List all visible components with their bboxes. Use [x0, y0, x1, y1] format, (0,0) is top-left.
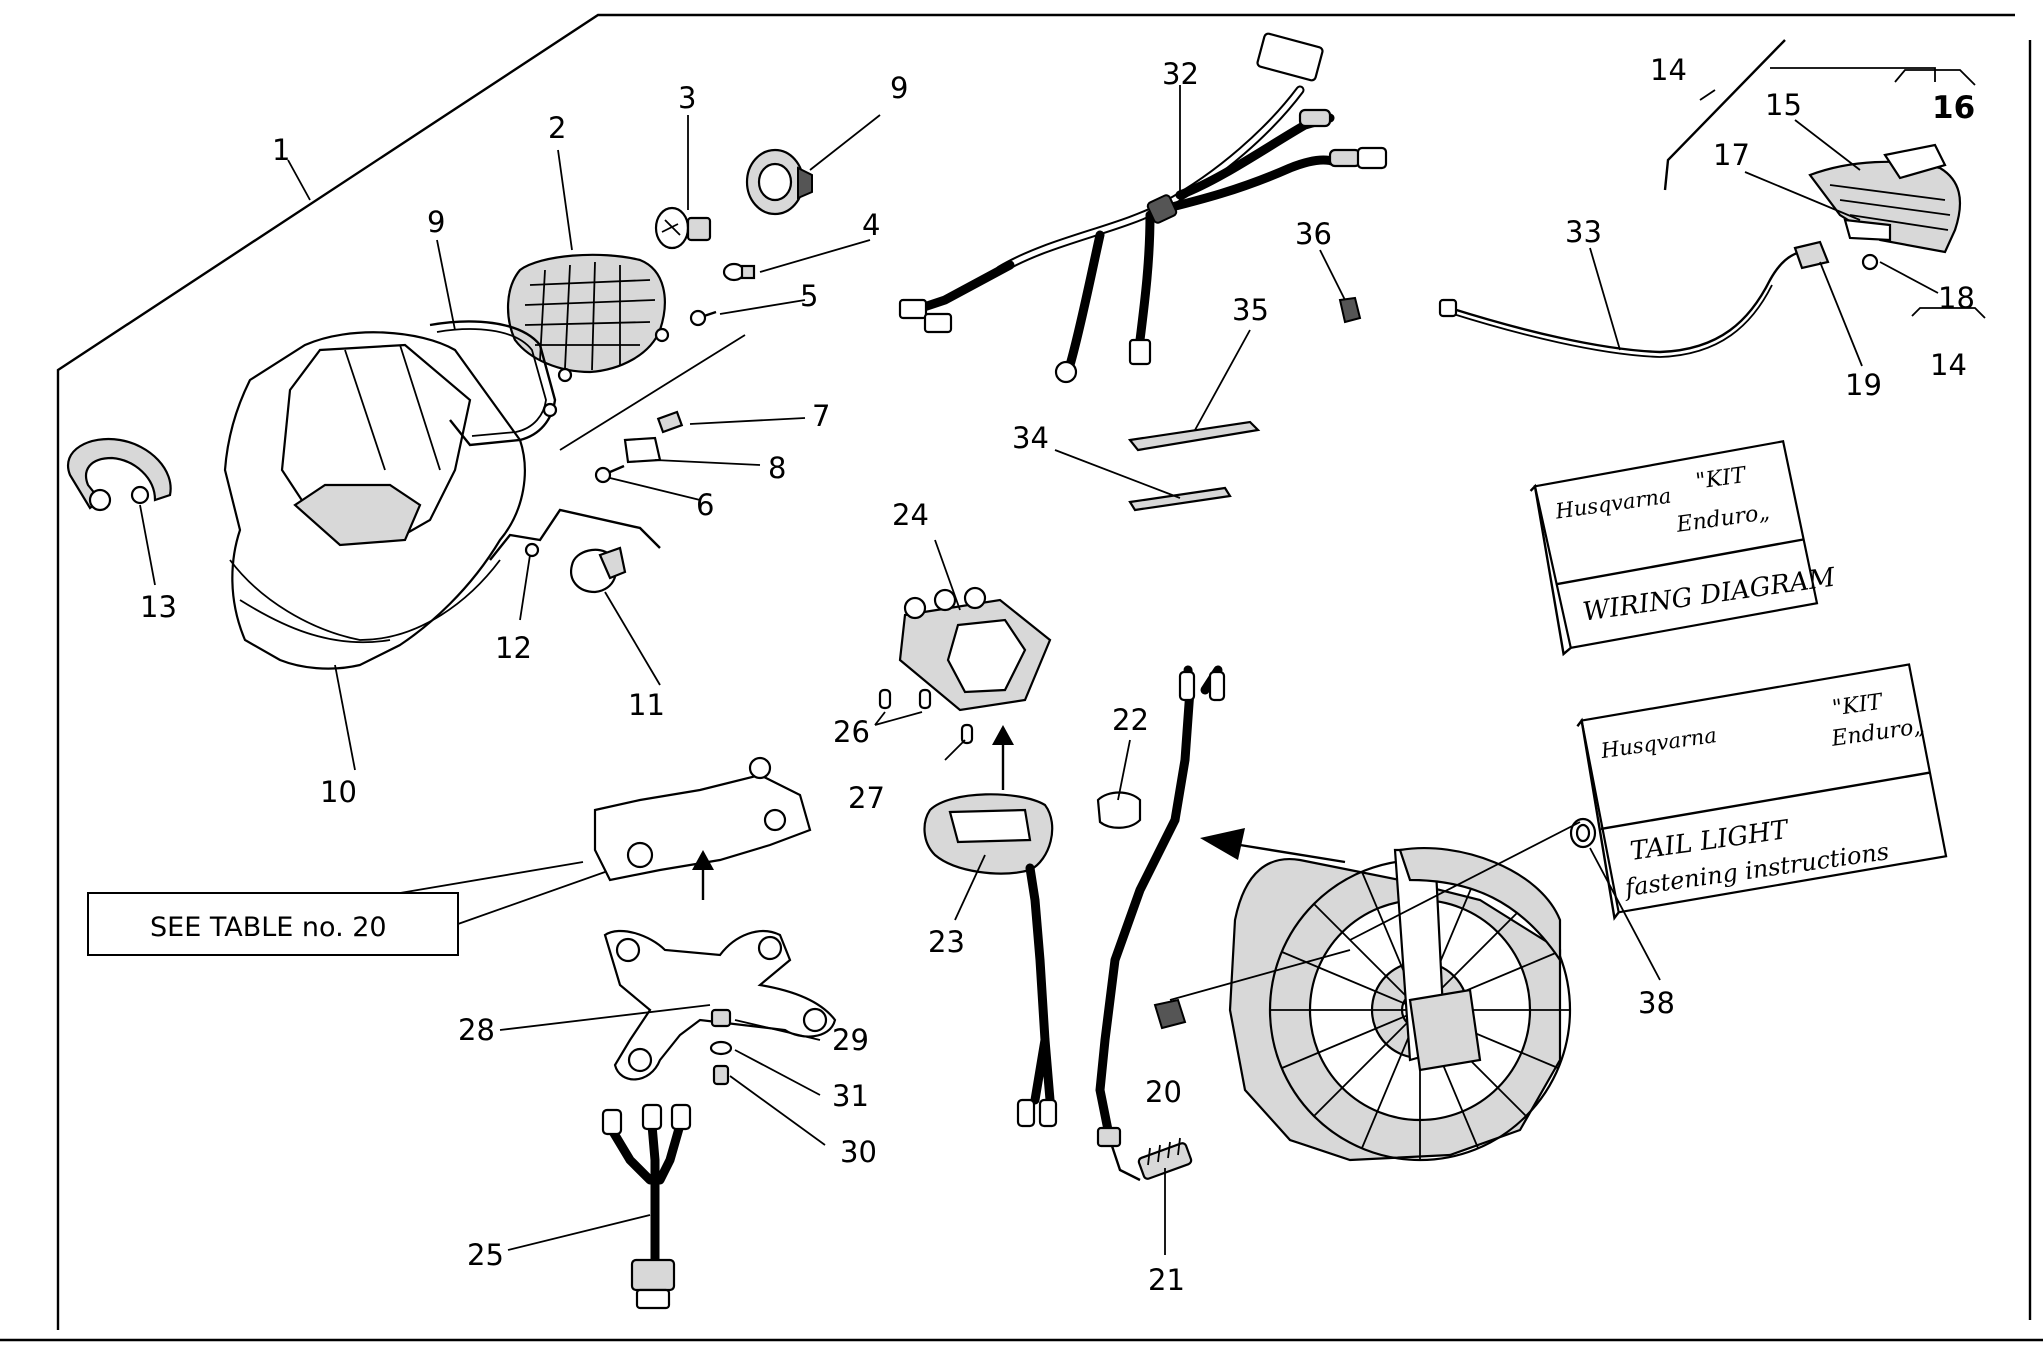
label-9-top: 9 [890, 71, 908, 105]
screw-5 [689, 309, 717, 327]
strap-13 [67, 437, 172, 512]
leader-lines [139, 85, 1939, 1255]
label-26: 26 [833, 715, 870, 749]
label-15: 15 [1765, 88, 1802, 122]
spacer-20 [1153, 998, 1187, 1030]
clamp-11 [489, 508, 661, 594]
cable-tie-35 [1127, 420, 1261, 452]
label-7: 7 [812, 399, 830, 433]
parking-bulb [722, 262, 756, 282]
label-30: 30 [840, 1135, 877, 1169]
label-4: 4 [862, 208, 880, 242]
arrow-left [1200, 828, 1346, 864]
arrow-up-instrument [992, 725, 1014, 790]
label-27: 27 [848, 781, 885, 815]
taillight-booklet: Husqvarna "KIT Enduro„ TAIL LIGHT fasten… [1576, 663, 1948, 921]
label-3: 3 [678, 81, 696, 115]
diagram-frame [0, 13, 2043, 1342]
arrow-up-clamp [692, 850, 714, 900]
sensor-cable [1095, 665, 1226, 1182]
label-22: 22 [1112, 703, 1149, 737]
label-34: 34 [1012, 421, 1049, 455]
headlight-gasket [429, 320, 558, 447]
wire-connector-25 [601, 1103, 692, 1310]
label-9: 9 [427, 205, 445, 239]
label-5: 5 [800, 279, 818, 313]
label-36: 36 [1295, 217, 1332, 251]
label-32: 32 [1162, 57, 1199, 91]
part-number-labels: 1 2 3 4 5 6 7 8 9 9 10 11 12 13 14 14 15… [140, 53, 1975, 1297]
see-table-text: SEE TABLE no. 20 [150, 912, 387, 943]
tail-light [1808, 143, 1962, 271]
label-20: 20 [1145, 1075, 1182, 1109]
headlight-lens [506, 253, 670, 383]
label-17: 17 [1713, 138, 1750, 172]
label-8: 8 [768, 451, 786, 485]
fasteners-29-30-31 [709, 1008, 733, 1086]
label-24: 24 [892, 498, 929, 532]
clip-22 [1096, 791, 1142, 829]
taillight-cable [1438, 240, 1830, 358]
see-table-callout: SEE TABLE no. 20 [87, 861, 606, 956]
label-31: 31 [832, 1079, 869, 1113]
front-wheel [1228, 846, 1572, 1162]
cable-tie-34 [1128, 486, 1232, 512]
clip-36 [1338, 296, 1362, 324]
label-14-top: 14 [1650, 53, 1687, 87]
label-1: 1 [272, 133, 290, 167]
label-2: 2 [548, 111, 566, 145]
label-35: 35 [1232, 293, 1269, 327]
label-29: 29 [832, 1023, 869, 1057]
handlebar-clamp [593, 756, 812, 882]
label-10: 10 [320, 775, 357, 809]
label-25: 25 [467, 1238, 504, 1272]
label-13: 13 [140, 590, 177, 624]
mounting-plate [603, 930, 837, 1081]
label-14-bottom: 14 [1930, 348, 1967, 382]
label-21: 21 [1148, 1263, 1185, 1297]
wiring-harness [898, 32, 1388, 384]
label-12: 12 [495, 631, 532, 665]
headlight-fairing [223, 331, 526, 670]
label-33: 33 [1565, 215, 1602, 249]
label-19: 19 [1845, 368, 1882, 402]
label-11: 11 [628, 688, 665, 722]
label-28: 28 [458, 1013, 495, 1047]
label-18: 18 [1938, 281, 1975, 315]
label-16: 16 [1932, 90, 1975, 126]
wiring-diagram-booklet: Husqvarna "KIT Enduro„ WIRING DIAGRAM [1529, 440, 1838, 657]
ring-38 [1569, 817, 1597, 849]
group-brackets [1663, 39, 1986, 319]
label-23: 23 [928, 925, 965, 959]
instrument-bulbs [874, 688, 974, 745]
instrument-mount [898, 586, 1052, 712]
headlight-bulb [654, 206, 712, 250]
indicator-light [745, 148, 813, 216]
label-6: 6 [696, 488, 714, 522]
label-38: 38 [1638, 986, 1675, 1020]
instrument-display [923, 793, 1058, 1128]
